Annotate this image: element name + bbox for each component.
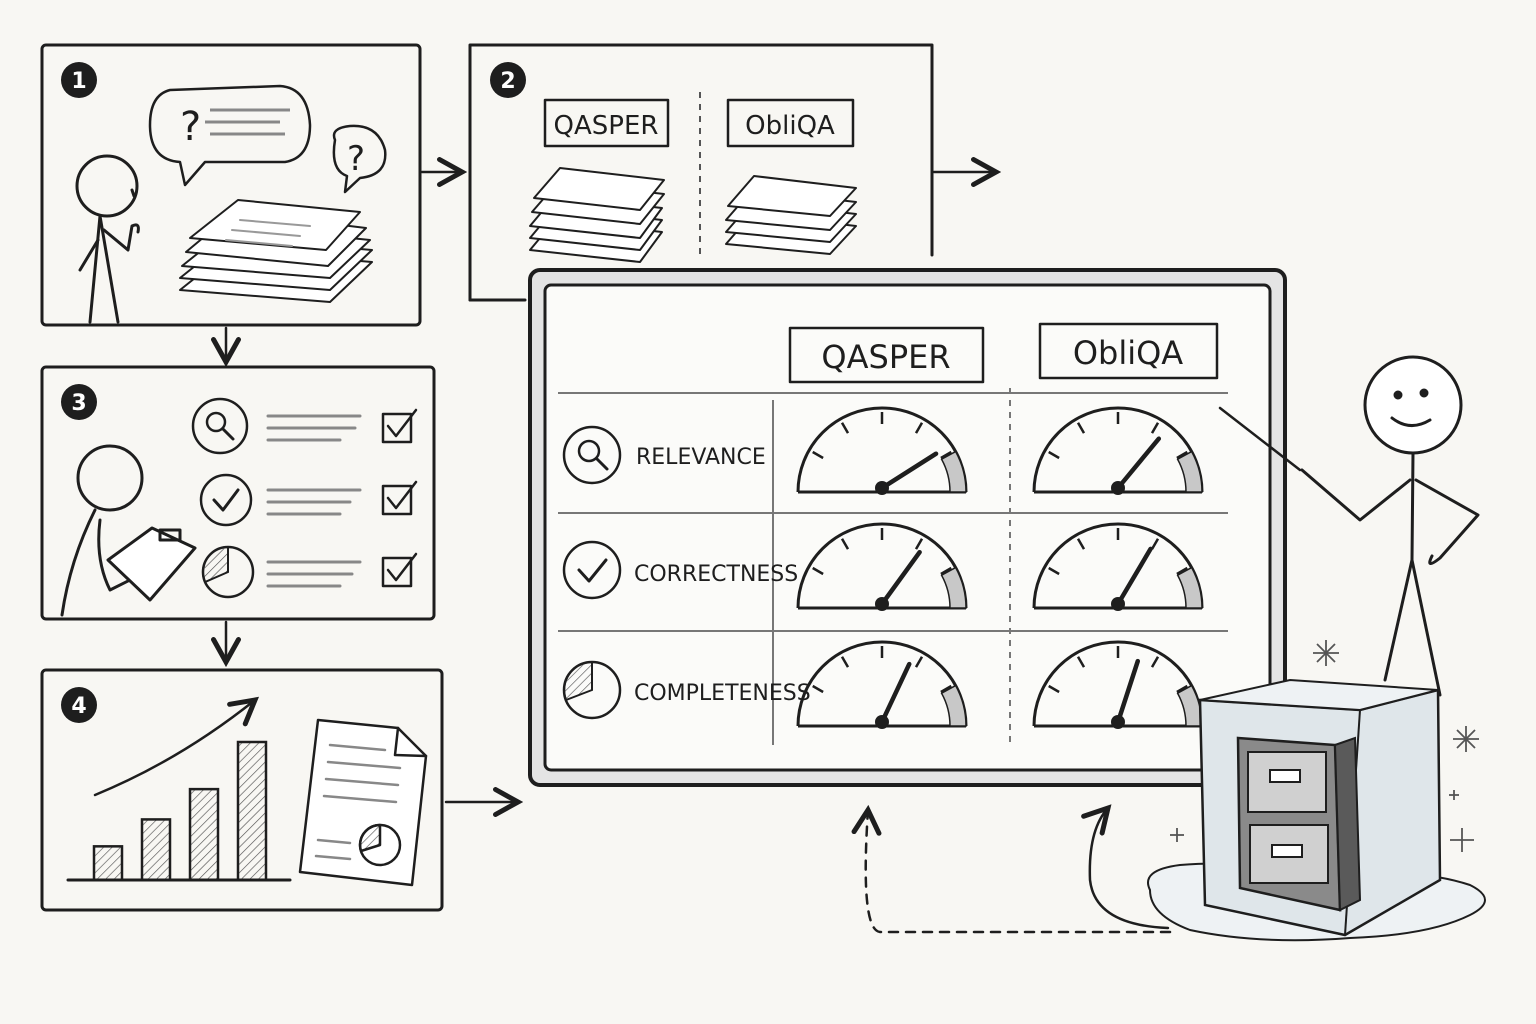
thought-bubble-question-mark: ?: [347, 139, 365, 179]
dataset-qasper: QASPER: [529, 98, 670, 263]
speech-bubble-question-mark: ?: [180, 104, 201, 150]
gauge-high-band: [1176, 450, 1203, 493]
gauge-pivot: [875, 597, 889, 611]
results-bar: [140, 818, 172, 882]
gauge-pivot: [1111, 597, 1125, 611]
gauge-high-band: [940, 684, 967, 727]
gauge-pivot: [875, 715, 889, 729]
gauge-tick: [1176, 566, 1188, 576]
gauge-needle: [879, 549, 922, 607]
step-1-badge: [61, 62, 97, 98]
gauge-pivot: [1111, 481, 1125, 495]
magnifier-icon: [562, 425, 622, 485]
gauge-tick: [914, 656, 924, 668]
metric-row-completeness: COMPLETENESS: [562, 660, 811, 720]
snowflake-icon: [1170, 640, 1479, 852]
gauge-needle: [1115, 658, 1141, 725]
metric-row-correctness: CORRECTNESS: [562, 540, 798, 600]
gauge-tick: [840, 538, 850, 550]
gauge-high-band: [940, 566, 967, 609]
step-2-badge: [490, 62, 526, 98]
gauge-tick: [840, 656, 850, 668]
board-column-obliqa-label: ObliQA: [1073, 334, 1183, 372]
step-3-panel: 3: [40, 365, 436, 621]
results-bar: [92, 845, 124, 882]
gauge-tick: [1150, 422, 1160, 434]
gauge-tick: [940, 566, 952, 576]
step-2-panel: 2 QASPER ObliQA: [468, 43, 934, 302]
gauge-grid: [796, 406, 1204, 729]
gauge-tick: [1076, 422, 1086, 434]
gauge-needle: [879, 661, 912, 725]
step-4-badge: [61, 687, 97, 723]
board-column-qasper-label: QASPER: [821, 338, 950, 376]
dataset-qasper-label: QASPER: [554, 111, 659, 141]
results-bar: [236, 740, 268, 882]
gauge-tick: [914, 422, 924, 434]
presenter-person-icon: [1218, 355, 1480, 697]
gauge-needle: [1115, 546, 1153, 607]
board-column-obliqa: ObliQA: [1038, 322, 1219, 380]
gauge-tick: [840, 422, 850, 434]
step-2-number: 2: [500, 69, 515, 94]
dataset-obliqa-label: ObliQA: [745, 111, 835, 141]
step-4-number: 4: [71, 694, 86, 719]
thought-bubble: ?: [332, 124, 387, 194]
gauge-tick: [1150, 538, 1160, 550]
dataset-obliqa: ObliQA: [725, 98, 857, 255]
step-3-number: 3: [71, 391, 86, 416]
gauge-needle: [879, 451, 939, 491]
gauge-tick: [940, 450, 952, 460]
score-gauge: [796, 406, 968, 495]
gauge-high-band: [1176, 566, 1203, 609]
gauge-tick: [940, 684, 952, 694]
gauge-tick: [1076, 656, 1086, 668]
gauge-high-band: [1176, 684, 1203, 727]
gauge-tick: [1048, 684, 1060, 694]
gauge-tick: [1176, 450, 1188, 460]
criteria-checklist: [191, 397, 418, 599]
score-gauge: [796, 640, 968, 729]
gauge-tick: [1048, 566, 1060, 576]
metric-label-correctness: CORRECTNESS: [634, 562, 798, 587]
gauge-tick: [812, 566, 824, 576]
gauge-needle: [1115, 436, 1162, 491]
gauge-tick: [1076, 538, 1086, 550]
reviewer-person-icon: [60, 444, 197, 617]
metric-label-relevance: RELEVANCE: [636, 445, 766, 470]
frozen-file-cabinet-icon: [1147, 640, 1486, 942]
gauge-tick: [914, 538, 924, 550]
gauge-tick: [1150, 656, 1160, 668]
gauge-tick: [812, 450, 824, 460]
board-column-qasper: QASPER: [788, 326, 985, 384]
metric-label-completeness: COMPLETENESS: [634, 681, 811, 706]
gauge-tick: [1048, 450, 1060, 460]
gauge-pivot: [875, 481, 889, 495]
document-stack-icon: [179, 199, 373, 303]
step-1-panel: 1 ? ?: [40, 43, 422, 327]
gauge-tick: [812, 684, 824, 694]
checkmark-icon: [562, 540, 622, 600]
step-4-panel: 4: [40, 668, 444, 912]
flow-arrows: [226, 172, 1172, 934]
question-speech-bubble: ?: [148, 84, 312, 187]
score-gauge: [796, 522, 968, 611]
metric-row-relevance: RELEVANCE: [562, 425, 766, 485]
report-document-icon: [298, 718, 428, 887]
gauge-high-band: [940, 450, 967, 493]
thinking-person-icon: [75, 154, 140, 324]
results-bar-chart: [92, 740, 268, 882]
evaluation-scoreboard: QASPER ObliQA RELEVANCE CORRECTNESS: [528, 268, 1287, 787]
step-3-badge: [61, 384, 97, 420]
score-gauge: [1032, 640, 1204, 729]
step-1-number: 1: [71, 69, 86, 94]
gauge-tick: [1176, 684, 1188, 694]
score-gauge: [1032, 522, 1204, 611]
magnifier-icon: [191, 397, 249, 455]
gauge-pivot: [1111, 715, 1125, 729]
results-bar: [188, 787, 220, 882]
score-gauge: [1032, 406, 1204, 495]
checkmark-icon: [199, 473, 253, 527]
